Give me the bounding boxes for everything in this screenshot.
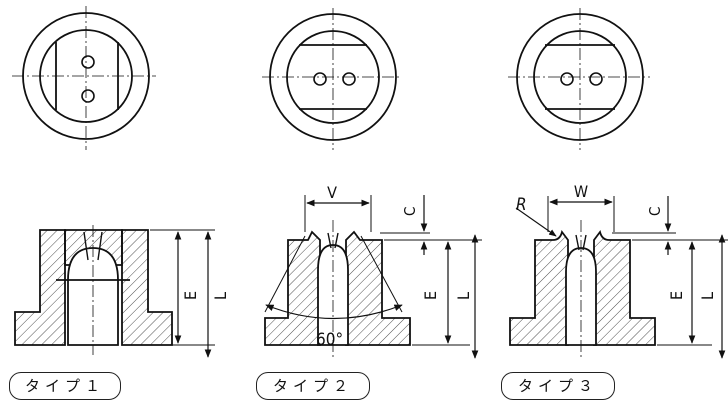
- type-label-2: タイプ２: [256, 372, 370, 400]
- type-label-1: タイプ１: [9, 372, 121, 400]
- dim-v: V: [327, 183, 337, 202]
- top-view-type2: [262, 8, 402, 150]
- section-view-type3: [509, 196, 728, 359]
- type-label-3: タイプ３: [501, 372, 615, 400]
- dim-c-type3: C: [646, 207, 664, 216]
- dim-w: W: [574, 182, 588, 201]
- dim-c-type2: C: [401, 207, 419, 216]
- section-view-type2: [264, 195, 482, 359]
- dim-l-type2: L: [454, 292, 473, 300]
- dim-l-type1: L: [211, 292, 230, 300]
- dim-e-type1: E: [181, 291, 200, 300]
- section-view-type1: [14, 225, 215, 358]
- dim-e-type2: E: [421, 291, 440, 300]
- top-view-type3: [508, 8, 650, 150]
- dim-l-type3: L: [698, 292, 717, 300]
- dim-e-type3: E: [667, 291, 686, 300]
- dim-r: R: [516, 195, 527, 215]
- top-view-type1: [12, 6, 156, 150]
- dim-angle: 60°: [316, 330, 343, 350]
